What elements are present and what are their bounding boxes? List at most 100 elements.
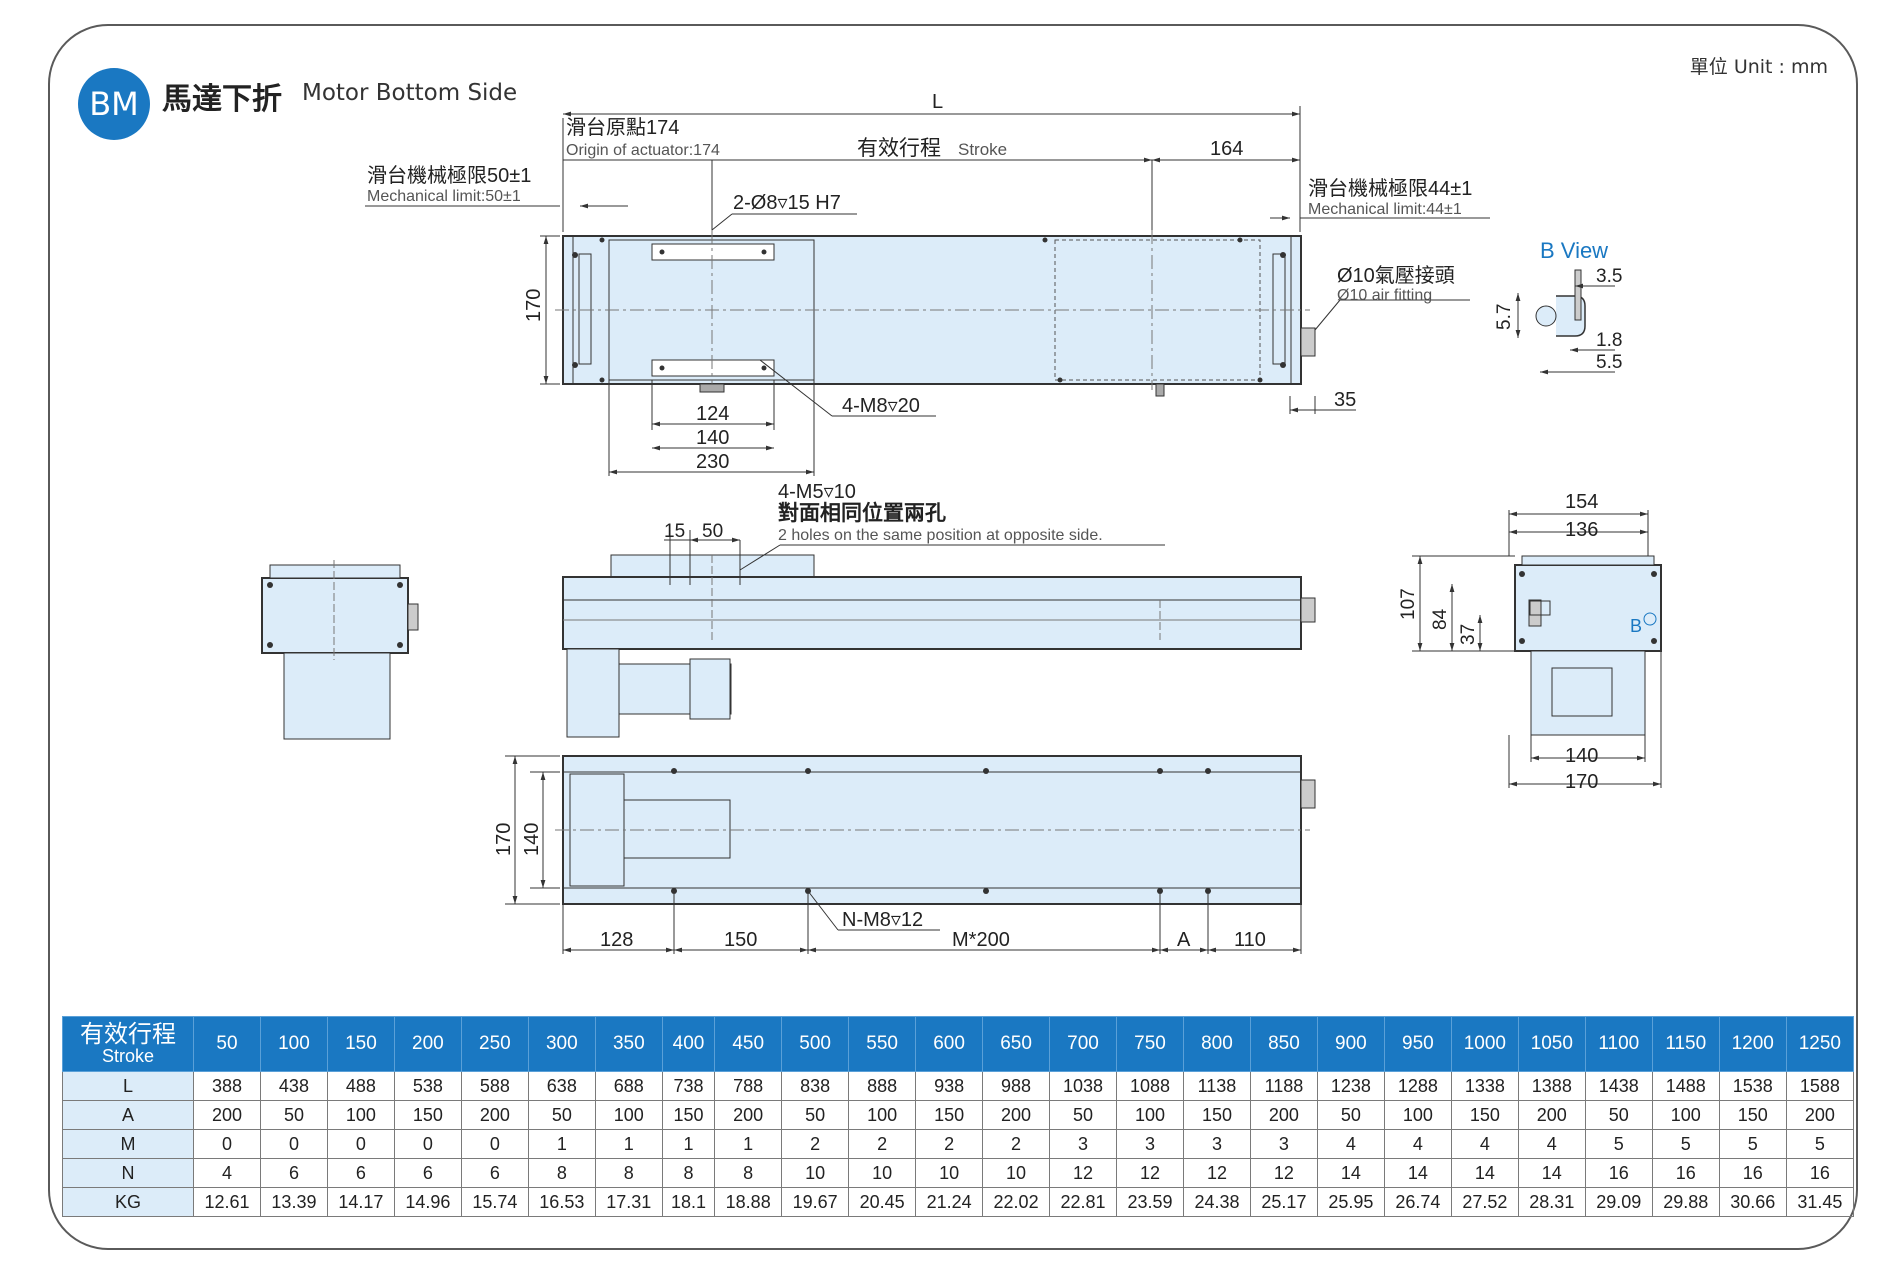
dim-L: L	[932, 91, 943, 113]
stroke-col-header: 1250	[1785, 1016, 1855, 1072]
table-cell: 16	[1718, 1158, 1787, 1188]
table-cell: 150	[1718, 1100, 1787, 1130]
table-cell: 388	[193, 1071, 261, 1101]
table-cell: 1338	[1450, 1071, 1519, 1101]
table-cell: 6	[326, 1158, 395, 1188]
table-cell: 938	[915, 1071, 984, 1101]
mech44-zh: 滑台機械極限44±1	[1308, 177, 1472, 200]
bot-140: 140	[521, 823, 543, 856]
table-cell: 50	[259, 1100, 328, 1130]
table-cell: 29.09	[1584, 1187, 1653, 1217]
dim-140: 140	[696, 427, 729, 449]
table-cell: 13.39	[259, 1187, 328, 1217]
opp-zh: 對面相同位置兩孔	[778, 501, 946, 525]
stroke-col-header: 1050	[1517, 1016, 1586, 1072]
stroke-col-header: 1200	[1718, 1016, 1787, 1072]
table-cell: 14	[1450, 1158, 1519, 1188]
table-cell: 438	[259, 1071, 328, 1101]
table-cell: 1	[661, 1129, 716, 1159]
table-cell: 6	[259, 1158, 328, 1188]
stroke-zh: 有效行程	[857, 137, 941, 160]
bot-170: 170	[493, 823, 515, 856]
row-label: M	[62, 1129, 194, 1159]
table-cell: 24.38	[1182, 1187, 1251, 1217]
stroke-col-header: 1150	[1651, 1016, 1720, 1072]
dim-230: 230	[696, 451, 729, 473]
table-cell: 8	[714, 1158, 783, 1188]
end-140: 140	[1565, 745, 1598, 767]
air-zh: Ø10氣壓接頭	[1337, 264, 1455, 287]
table-cell: 100	[594, 1100, 663, 1130]
table-cell: 12	[1182, 1158, 1251, 1188]
stroke-col-header: 600	[915, 1016, 984, 1072]
table-cell: 150	[1182, 1100, 1251, 1130]
dim-35: 35	[1334, 389, 1356, 411]
table-cell: 28.31	[1517, 1187, 1586, 1217]
end-view: 154 136 107 84 37 B 140 170	[1398, 491, 1662, 793]
table-cell: 738	[661, 1071, 716, 1101]
table-cell: 150	[393, 1100, 462, 1130]
m8-20-label: 4-M8▿20	[842, 395, 920, 417]
stroke-col-header: 750	[1116, 1016, 1184, 1072]
table-cell: 50	[781, 1100, 850, 1130]
stroke-header-label: 有效行程 Stroke	[62, 1016, 194, 1072]
mech50-en: Mechanical limit:50±1	[367, 188, 521, 205]
table-cell: 8	[594, 1158, 663, 1188]
dim-128: 128	[600, 929, 633, 951]
table-cell: 10	[982, 1158, 1051, 1188]
stroke-col-header: 700	[1049, 1016, 1118, 1072]
dim-164: 164	[1210, 138, 1243, 160]
table-cell: 3	[1182, 1129, 1251, 1159]
opp-en: 2 holes on the same position at opposite…	[778, 527, 1103, 544]
table-cell: 0	[193, 1129, 261, 1159]
table-cell: 16	[1785, 1158, 1855, 1188]
table-cell: 14.96	[393, 1187, 462, 1217]
table-cell: 50	[1584, 1100, 1653, 1130]
table-cell: 29.88	[1651, 1187, 1720, 1217]
table-cell: 488	[326, 1071, 395, 1101]
stroke-col-header: 850	[1249, 1016, 1318, 1072]
table-cell: 0	[460, 1129, 529, 1159]
row-label: A	[62, 1100, 194, 1130]
table-cell: 3	[1049, 1129, 1118, 1159]
title-english: Motor Bottom Side	[302, 80, 518, 106]
table-cell: 638	[527, 1071, 596, 1101]
dim-170-top: 170	[523, 289, 545, 322]
table-cell: 4	[1517, 1129, 1586, 1159]
table-cell: 1138	[1182, 1071, 1251, 1101]
b-view: B View 3.5 5.7 1.8 5.5	[1494, 238, 1622, 375]
table-cell: 788	[714, 1071, 783, 1101]
table-cell: 1188	[1249, 1071, 1318, 1101]
table-cell: 22.02	[982, 1187, 1051, 1217]
stroke-col-header: 1000	[1450, 1016, 1519, 1072]
table-cell: 150	[915, 1100, 984, 1130]
origin-en: Origin of actuator:174	[566, 142, 720, 159]
table-cell: 2	[781, 1129, 850, 1159]
table-cell: 538	[393, 1071, 462, 1101]
table-cell: 5	[1584, 1129, 1653, 1159]
table-cell: 18.88	[714, 1187, 783, 1217]
table-cell: 6	[393, 1158, 462, 1188]
stroke-col-header: 50	[193, 1016, 261, 1072]
table-cell: 100	[848, 1100, 917, 1130]
table-cell: 1	[714, 1129, 783, 1159]
table-cell: 0	[259, 1129, 328, 1159]
table-cell: 18.1	[661, 1187, 716, 1217]
table-cell: 4	[193, 1158, 261, 1188]
stroke-en-header: Stroke	[101, 1046, 155, 1067]
page-frame	[48, 24, 1858, 1250]
dim-107: 107	[1398, 588, 1419, 620]
table-cell: 1038	[1049, 1071, 1118, 1101]
table-cell: 50	[1316, 1100, 1385, 1130]
table-cell: 5	[1651, 1129, 1720, 1159]
stroke-col-header: 950	[1383, 1016, 1452, 1072]
stroke-col-header: 1100	[1584, 1016, 1653, 1072]
table-cell: 10	[915, 1158, 984, 1188]
title-chinese: 馬達下折	[162, 82, 282, 117]
table-cell: 200	[1249, 1100, 1318, 1130]
stroke-col-header: 500	[781, 1016, 850, 1072]
table-cell: 2	[848, 1129, 917, 1159]
table-cell: 588	[460, 1071, 529, 1101]
